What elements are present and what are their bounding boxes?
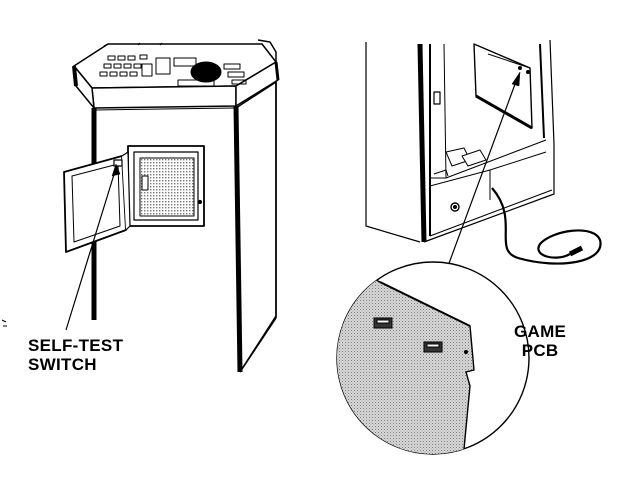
- game-pcb-label: GAME PCB: [514, 322, 566, 360]
- right-cabinet-rear: [365, 39, 602, 267]
- control-buttons: [99, 54, 247, 87]
- self-test-switch-label: SELF-TEST SWITCH: [28, 336, 123, 374]
- self-test-label-line2: SWITCH: [28, 355, 97, 374]
- game-pcb-label-line1: GAME: [514, 322, 567, 341]
- pcb-detail-callout: [336, 261, 530, 455]
- game-pcb-label-line2: PCB: [521, 341, 559, 360]
- pcb-connector-icon: [373, 317, 443, 353]
- coin-door-mesh: [139, 157, 195, 217]
- trackball-icon: [190, 61, 222, 83]
- self-test-switch-icon: [113, 159, 123, 167]
- power-cord: [491, 187, 602, 265]
- self-test-label-line1: SELF-TEST: [28, 336, 124, 355]
- left-cabinet: [63, 39, 280, 373]
- pcb-leader-line: [447, 75, 519, 267]
- self-test-leader-line: [65, 167, 117, 331]
